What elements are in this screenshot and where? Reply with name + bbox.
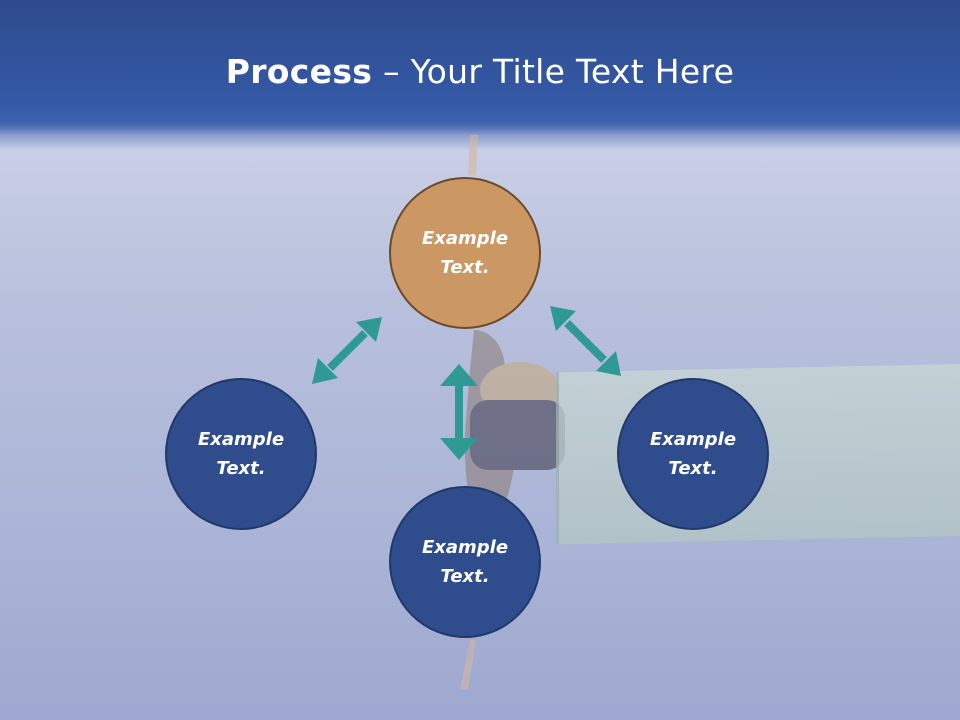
arrow-top-left [312, 317, 382, 384]
node-bottom-line1: Example [421, 537, 509, 558]
node-left-line1: Example [197, 429, 285, 450]
slide-title: Process – Your Title Text Here [0, 52, 960, 91]
process-node-right[interactable]: Example Text. [617, 378, 769, 530]
node-right-line1: Example [649, 429, 737, 450]
process-node-top[interactable]: Example Text. [389, 177, 541, 329]
title-bold: Process [225, 52, 373, 91]
node-left-line2: Text. [216, 458, 266, 479]
process-node-bottom[interactable]: Example Text. [389, 486, 541, 638]
node-right-line2: Text. [668, 458, 718, 479]
node-top-line1: Example [421, 228, 509, 249]
title-rest: – Your Title Text Here [372, 52, 735, 91]
node-bottom-line2: Text. [440, 566, 490, 587]
arrow-vertical [440, 364, 478, 460]
node-top-line2: Text. [440, 257, 490, 278]
process-node-left[interactable]: Example Text. [165, 378, 317, 530]
arrow-top-right [550, 306, 621, 376]
header-band [0, 0, 960, 135]
